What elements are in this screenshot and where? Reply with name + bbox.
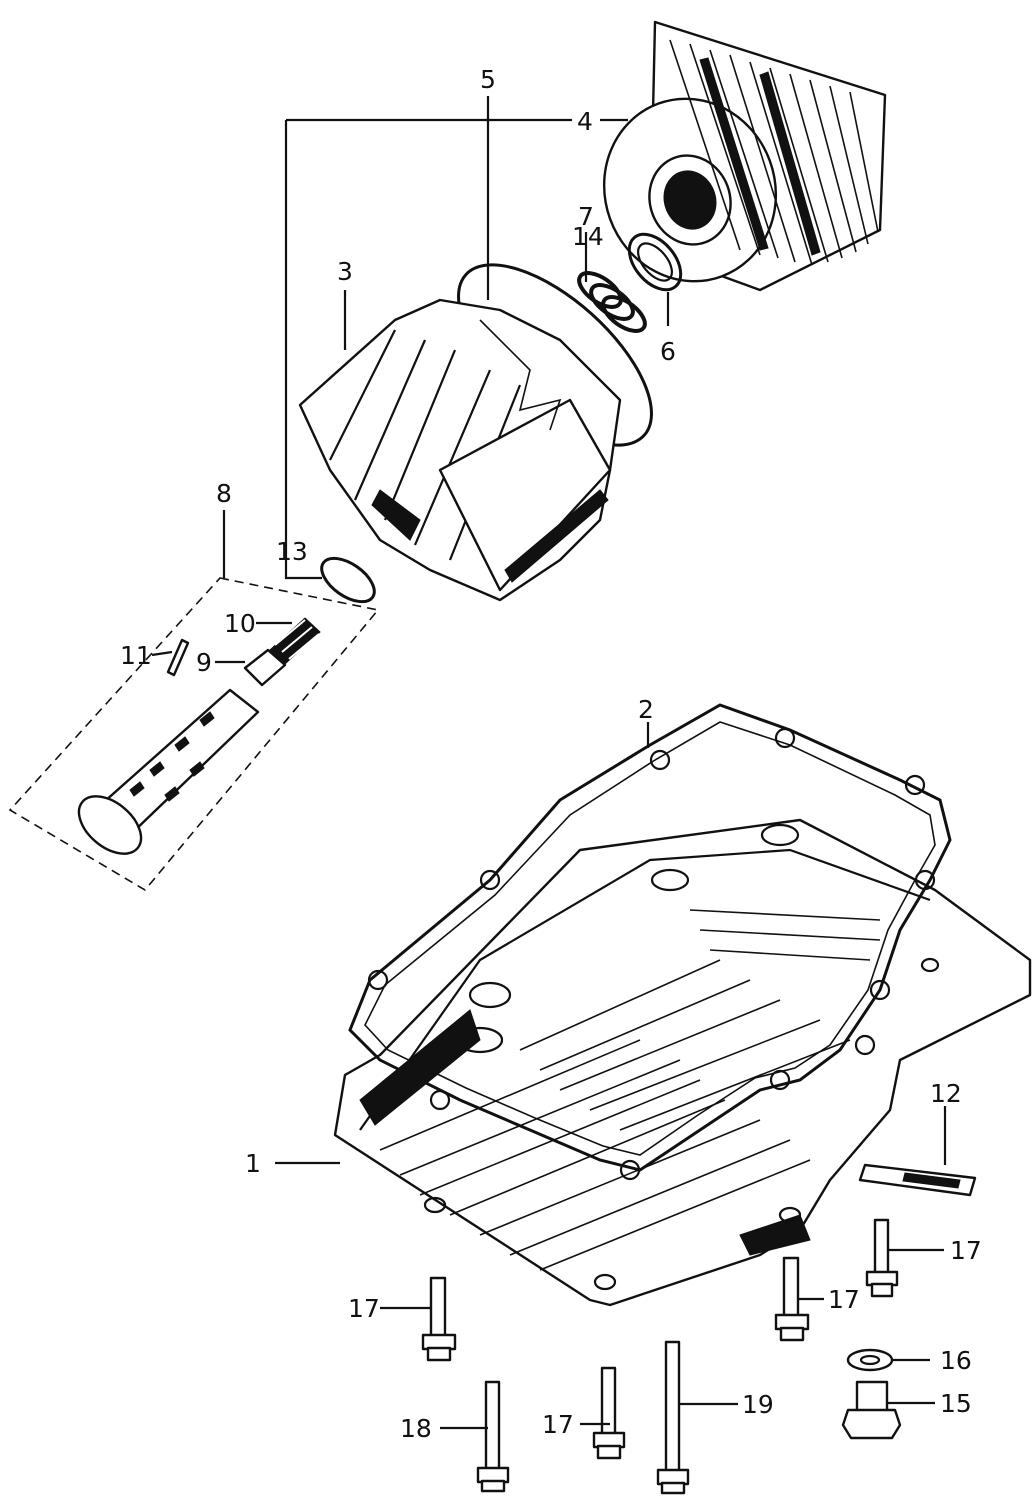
callout-17-left: 17: [348, 1294, 380, 1323]
callout-8: 8: [216, 479, 232, 508]
gasket-bolt-holes: [367, 727, 936, 1181]
bolt-17-left: [421, 1276, 457, 1362]
oil-pan: [333, 818, 1032, 1307]
oil-pan-gasket: [348, 703, 952, 1172]
bolt-17-center: [774, 1256, 810, 1342]
callout-1: 1: [245, 1149, 261, 1178]
label-plate-12: [858, 1163, 977, 1197]
callout-14: 14: [572, 222, 604, 251]
callout-9: 9: [196, 648, 212, 677]
callout-15: 15: [940, 1389, 972, 1418]
callout-12: 12: [930, 1079, 962, 1108]
oil-filter-case: [298, 298, 622, 602]
callout-17-center: 17: [828, 1285, 860, 1314]
drain-bolt-15: [841, 1380, 902, 1440]
callout-3: 3: [337, 257, 353, 286]
leader-lines: [151, 96, 947, 1430]
oil-filter-element: [602, 20, 887, 292]
callout-17-right: 17: [950, 1236, 982, 1265]
spring-7: [577, 271, 647, 333]
callout-13: 13: [276, 537, 308, 566]
washer-16: [846, 1348, 894, 1372]
callout-16: 16: [940, 1346, 972, 1375]
bolt-19: [656, 1340, 690, 1495]
washer-6: [627, 232, 683, 292]
callout-5: 5: [480, 65, 496, 94]
callout-7: 7: [578, 202, 594, 231]
bolt-17-bottom: [592, 1366, 626, 1460]
bolt-17-right: [865, 1218, 899, 1298]
callout-labels: 1 2 3 4 5 6 7 8 9 10 11 12 13 14 15 16 1…: [120, 65, 982, 1443]
callout-2: 2: [638, 695, 654, 724]
callout-19: 19: [742, 1390, 774, 1419]
callout-10: 10: [224, 609, 256, 638]
callout-18: 18: [400, 1414, 432, 1443]
callout-11: 11: [120, 641, 152, 670]
o-ring-13: [320, 556, 376, 604]
callout-4: 4: [577, 107, 593, 136]
bolt-18: [476, 1380, 510, 1493]
oil-strainer-assembly: [8, 577, 380, 892]
callout-17-bottom: 17: [542, 1410, 574, 1439]
callout-6: 6: [660, 337, 676, 366]
